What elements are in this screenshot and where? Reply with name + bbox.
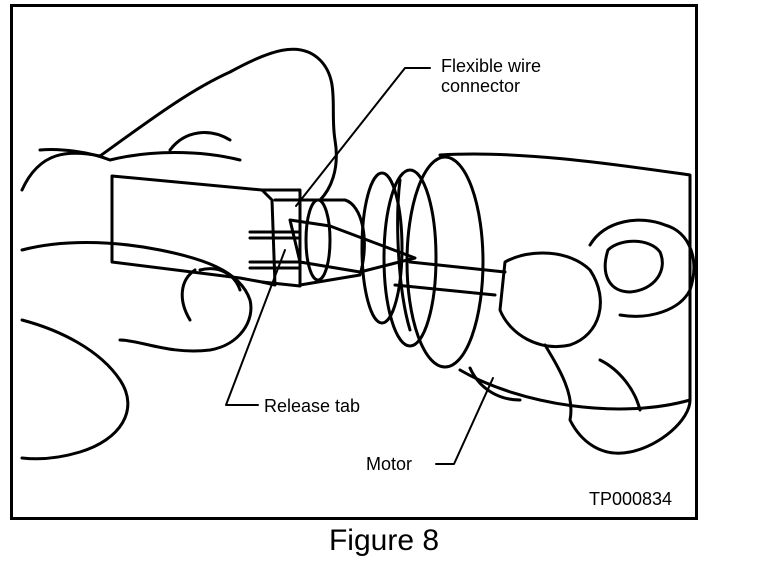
motor-ring-inner (396, 178, 412, 332)
right-finger-crease (598, 358, 642, 412)
figure-caption: Figure 8 (328, 524, 440, 557)
release-tab-label: Release tab (264, 396, 361, 416)
motor-ring-3 (405, 155, 485, 369)
figure-frame (10, 4, 698, 520)
screwdriver-handle (498, 251, 602, 348)
left-fingers-lower (20, 318, 130, 461)
leader-flexible-wire-connector (295, 67, 431, 207)
screwdriver-shaft-top (408, 260, 507, 274)
flexible-wire-connector-label-line2: connector (441, 76, 521, 96)
right-thumbnail (603, 239, 664, 294)
flexible-wire-connector-label-line1: Flexible wire (441, 56, 542, 76)
left-thumbnail (198, 267, 242, 292)
left-arm-outline (20, 47, 338, 202)
left-hand-knuckle (168, 131, 232, 152)
flexible-wire-connector-label: Flexible wire connector (441, 56, 541, 96)
motor-label: Motor (366, 454, 413, 474)
leader-motor (435, 377, 494, 465)
motor-ring-1 (360, 171, 404, 325)
leader-release-tab (225, 249, 286, 406)
right-palm (543, 343, 692, 455)
terminal-cylinder-end (304, 198, 332, 282)
left-finger-crease (180, 268, 197, 322)
motor-ring-2 (382, 168, 438, 348)
screwdriver-shaft-bottom (393, 283, 497, 297)
motor-housing-bottom (468, 366, 522, 402)
right-thumb (588, 218, 696, 318)
figure-code: TP000834 (589, 489, 673, 509)
screwdriver-blade (288, 218, 417, 274)
left-hand-finger-top (38, 148, 242, 162)
left-thumb (20, 241, 253, 353)
